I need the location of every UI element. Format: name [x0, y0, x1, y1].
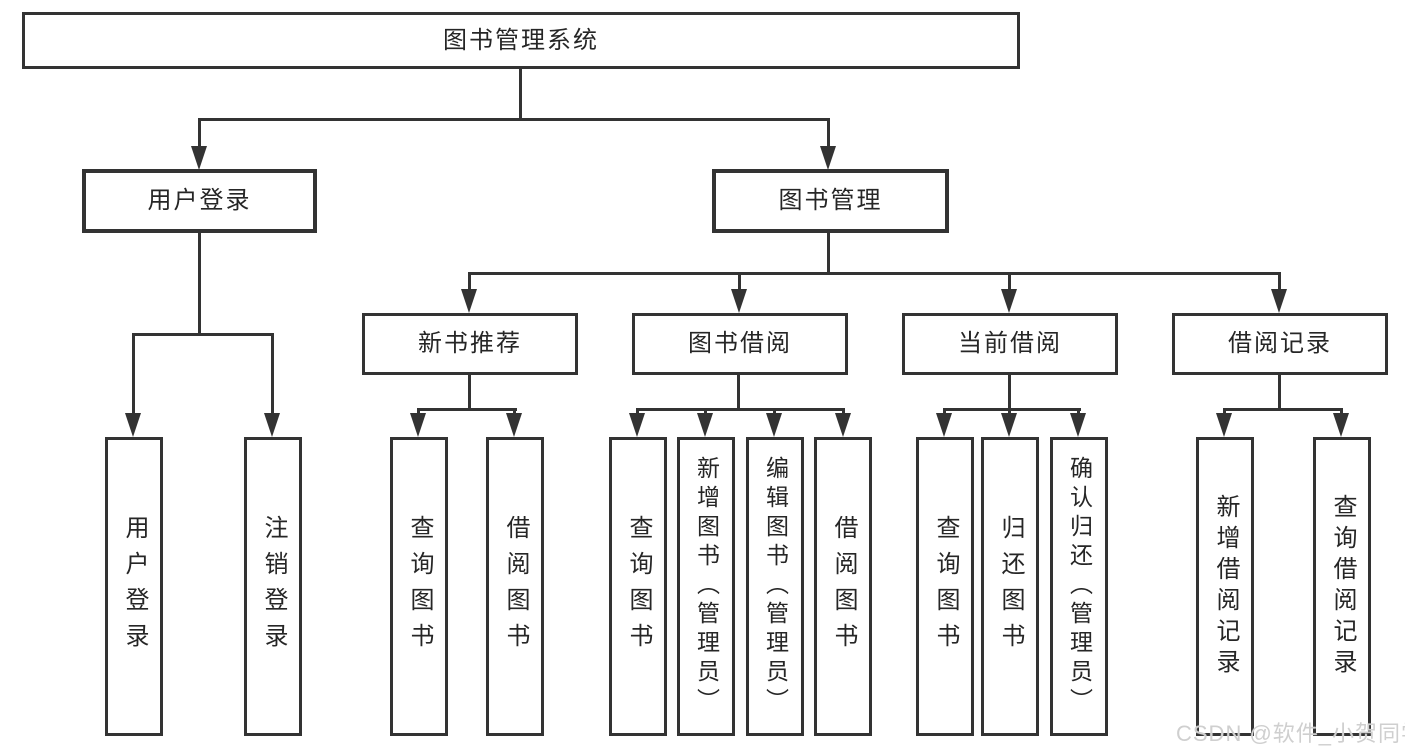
arrow-down-icon [1271, 289, 1287, 313]
arrow-down-icon [820, 146, 836, 170]
leaf-query-books-recommend: 查询图书 [390, 437, 448, 736]
arrow-down-icon [125, 413, 141, 437]
leaf-confirm-return-admin: 确认归还（管理员） [1050, 437, 1108, 736]
leaf-query-books-current: 查询图书 [916, 437, 974, 736]
node-root: 图书管理系统 [22, 12, 1020, 69]
connector-drop-book-mgmt [827, 118, 830, 152]
connector-drop-leaf-logout [271, 333, 274, 417]
node-new-book-recommend: 新书推荐 [362, 313, 578, 375]
node-new-book-recommend-label: 新书推荐 [418, 330, 522, 357]
node-book-management-label: 图书管理 [778, 187, 883, 214]
connector-drop-new-book [468, 272, 471, 294]
connector-user-login-stem [198, 232, 201, 336]
connector-drop-current-borrow [1008, 272, 1011, 294]
arrow-down-icon [410, 413, 426, 437]
node-user-login: 用户登录 [82, 169, 317, 233]
arrow-down-icon [1333, 413, 1349, 437]
leaf-label: 借阅图书 [830, 514, 857, 659]
leaf-label: 查询图书 [406, 514, 433, 659]
connector-user-login-hline [132, 333, 274, 336]
leaf-label: 编辑图书（管理员） [762, 456, 789, 717]
leaf-label: 查询图书 [932, 514, 959, 659]
connector-new-book-hline [417, 408, 517, 411]
arrow-down-icon [731, 289, 747, 313]
leaf-label: 归还图书 [997, 514, 1024, 659]
arrow-down-icon [835, 413, 851, 437]
arrow-down-icon [506, 413, 522, 437]
connector-level2-hline [198, 118, 830, 121]
node-book-borrow-label: 图书借阅 [688, 330, 792, 357]
arrow-down-icon [1216, 413, 1232, 437]
connector-drop-borrow-record [1278, 272, 1281, 294]
arrow-down-icon [461, 289, 477, 313]
node-user-login-label: 用户登录 [147, 187, 252, 214]
node-book-borrow: 图书借阅 [632, 313, 848, 375]
leaf-label: 确认归还（管理员） [1066, 456, 1093, 717]
arrow-down-icon [191, 146, 207, 170]
connector-drop-user-login [198, 118, 201, 152]
connector-root-stem [519, 68, 522, 120]
leaf-label: 注销登录 [260, 514, 287, 659]
connector-borrow-record-stem [1278, 374, 1281, 411]
arrow-down-icon [1001, 289, 1017, 313]
csdn-watermark: CSDN @软件_小贺同学 [1176, 721, 1405, 746]
node-borrow-record-label: 借阅记录 [1228, 330, 1332, 357]
connector-current-borrow-stem [1008, 374, 1011, 411]
leaf-label: 查询图书 [625, 514, 652, 659]
connector-level3-hline [468, 272, 1281, 275]
leaf-label: 查询借阅记录 [1329, 493, 1356, 680]
leaf-query-borrow-record: 查询借阅记录 [1313, 437, 1371, 736]
connector-borrow-record-hline [1223, 408, 1343, 411]
arrow-down-icon [936, 413, 952, 437]
leaf-return-book: 归还图书 [981, 437, 1039, 736]
connector-drop-book-borrow [738, 272, 741, 294]
node-book-management: 图书管理 [712, 169, 949, 233]
leaf-query-books-borrow: 查询图书 [609, 437, 667, 736]
leaf-logout: 注销登录 [244, 437, 302, 736]
leaf-label: 用户登录 [121, 514, 148, 659]
arrow-down-icon [264, 413, 280, 437]
leaf-label: 借阅图书 [502, 514, 529, 659]
leaf-label: 新增借阅记录 [1212, 493, 1239, 680]
leaf-borrow-books-recommend: 借阅图书 [486, 437, 544, 736]
arrow-down-icon [697, 413, 713, 437]
node-borrow-record: 借阅记录 [1172, 313, 1388, 375]
node-root-label: 图书管理系统 [443, 26, 599, 54]
connector-drop-leaf-login [132, 333, 135, 417]
leaf-user-login: 用户登录 [105, 437, 163, 736]
leaf-edit-book-admin: 编辑图书（管理员） [746, 437, 804, 736]
leaf-add-book-admin: 新增图书（管理员） [677, 437, 735, 736]
node-current-borrow-label: 当前借阅 [958, 330, 1062, 357]
connector-book-borrow-stem [737, 374, 740, 411]
arrow-down-icon [1070, 413, 1086, 437]
connector-new-book-stem [468, 374, 471, 411]
connector-book-mgmt-stem [827, 232, 830, 275]
leaf-label: 新增图书（管理员） [693, 456, 720, 717]
connector-book-borrow-hline [636, 408, 845, 411]
arrow-down-icon [629, 413, 645, 437]
leaf-add-borrow-record: 新增借阅记录 [1196, 437, 1254, 736]
arrow-down-icon [766, 413, 782, 437]
arrow-down-icon [1001, 413, 1017, 437]
connector-current-borrow-hline [943, 408, 1081, 411]
leaf-borrow-books: 借阅图书 [814, 437, 872, 736]
node-current-borrow: 当前借阅 [902, 313, 1118, 375]
